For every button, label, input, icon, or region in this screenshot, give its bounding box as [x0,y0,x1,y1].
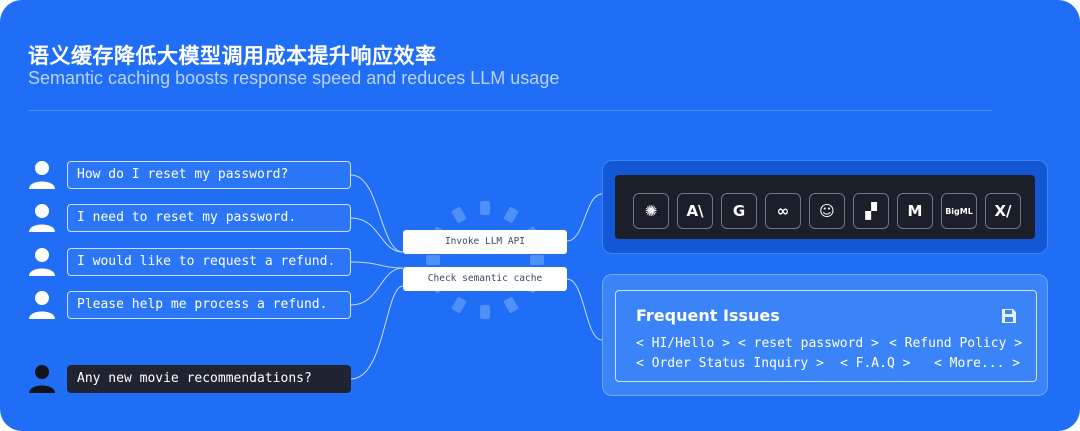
llm-provider-panel: ✺ A\ G ∞ ☺ ▞ M BigML X/ [602,160,1048,254]
header-divider [28,110,992,111]
tag-refund-policy[interactable]: < Refund Policy > [889,336,1023,351]
query-box: I would like to request a refund. [67,248,351,276]
frequent-issues-card: Frequent Issues < HI/Hello > < reset pas… [615,290,1037,382]
check-semantic-cache-step: Check semantic cache [403,267,567,291]
page-title: 语义缓存降低大模型调用成本提升响应效率 [28,44,437,68]
bigml-icon: BigML [941,193,977,229]
user-avatar-icon [29,161,55,189]
connector-query-5 [350,285,404,380]
tag-hi-hello[interactable]: < HI/Hello > [636,336,730,351]
user-avatar-icon [29,291,55,319]
tag-more[interactable]: < More... > [934,356,1021,371]
google-icon: G [721,193,757,229]
hugging-face-icon: ☺ [809,193,845,229]
llm-provider-bar: ✺ A\ G ∞ ☺ ▞ M BigML X/ [615,175,1035,239]
meta-icon: ∞ [765,193,801,229]
query-box: Please help me process a refund. [67,291,351,319]
query-box-uncached: Any new movie recommendations? [67,365,351,393]
xai-icon: X/ [985,193,1021,229]
openai-icon: ✺ [633,193,669,229]
page-subtitle: Semantic caching boosts response speed a… [28,68,560,88]
tag-faq[interactable]: < F.A.Q > [840,356,911,371]
connector-query-4 [350,267,404,306]
user-avatar-icon [29,248,55,276]
user-avatar-icon [29,204,55,232]
user-avatar-icon-dark [29,365,55,393]
frequent-issues-title: Frequent Issues [636,306,780,325]
query-box: How do I reset my password? [67,161,351,189]
save-icon[interactable] [1001,308,1017,324]
connector-check-cache [566,278,603,341]
connector-query-2 [350,217,404,253]
connector-query-3 [350,261,404,269]
semantic-cache-panel: Frequent Issues < HI/Hello > < reset pas… [602,274,1048,396]
tag-order-status-inquiry[interactable]: < Order Status Inquiry > [636,356,824,371]
invoke-llm-api-step: Invoke LLM API [403,230,567,254]
query-box: I need to reset my password. [67,204,351,232]
connector-invoke-llm [566,193,603,242]
mistral-icon: M [897,193,933,229]
processing-spinner-icon [426,201,544,319]
tag-reset-password[interactable]: < reset password > [738,336,879,351]
anthropic-icon: A\ [677,193,713,229]
connector-query-1 [350,174,404,253]
replicate-icon: ▞ [853,193,889,229]
